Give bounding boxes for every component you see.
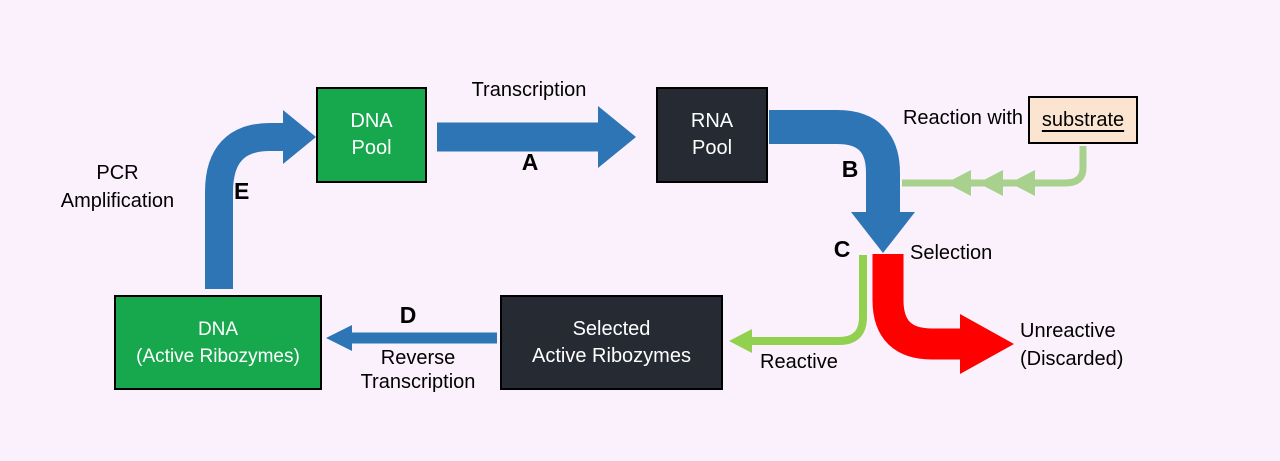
reaction-arrowhead-icon bbox=[851, 212, 915, 253]
step-b-label: B bbox=[841, 156, 859, 182]
step-a-label: A bbox=[521, 149, 539, 175]
dna-pool-label-line1: DNA bbox=[350, 110, 393, 132]
pcr-amplification-arrowhead-icon bbox=[283, 110, 316, 164]
dna-pool-label-line2: Pool bbox=[351, 137, 392, 159]
substrate-node: substrate bbox=[1028, 96, 1138, 144]
transcription-label: Transcription bbox=[471, 79, 587, 101]
substrate-feed-line bbox=[902, 146, 1087, 187]
reaction-with-label: Reaction with bbox=[902, 107, 1023, 129]
reverse-transcription-label-line1: Reverse bbox=[380, 347, 456, 369]
selected-label-line1: Selected bbox=[572, 317, 651, 340]
selected-active-ribozymes-node: Selected Active Ribozymes bbox=[500, 295, 723, 390]
reactive-arrowhead-icon bbox=[729, 329, 752, 353]
substrate-chevron-icon-1 bbox=[946, 170, 971, 196]
pcr-amplification-arrow-shaft bbox=[205, 123, 284, 289]
unreactive-label-line1: Unreactive bbox=[1020, 320, 1116, 342]
pcr-amplification-label-line1: PCR bbox=[96, 162, 139, 184]
selection-label: Selection bbox=[910, 242, 993, 264]
unreactive-discard-arrowhead-icon bbox=[960, 314, 1014, 374]
step-d-label: D bbox=[399, 302, 417, 328]
step-e-label: E bbox=[234, 178, 250, 204]
reaction-arrow-shaft bbox=[769, 110, 900, 214]
step-c-label: C bbox=[833, 236, 851, 262]
substrate-label: substrate bbox=[1041, 108, 1125, 131]
unreactive-label-line2: (Discarded) bbox=[1020, 348, 1124, 370]
substrate-chevron-icon-3 bbox=[1010, 170, 1035, 196]
dna-active-label-line2: (Active Ribozymes) bbox=[136, 345, 300, 367]
rna-pool-node: RNA Pool bbox=[656, 87, 768, 183]
transcription-arrowhead-icon bbox=[598, 106, 636, 168]
dna-active-label-line1: DNA bbox=[197, 318, 239, 340]
substrate-chevron-icon-2 bbox=[978, 170, 1003, 196]
reverse-transcription-arrowhead-icon bbox=[326, 325, 352, 351]
rna-pool-label-line1: RNA bbox=[690, 110, 734, 132]
dna-pool-node: DNA Pool bbox=[316, 87, 427, 183]
pcr-amplification-label-line2: Amplification bbox=[60, 190, 175, 212]
reverse-transcription-label-line2: Transcription bbox=[360, 371, 476, 393]
unreactive-discard-arrow-shaft bbox=[872, 254, 961, 360]
rna-pool-label-line2: Pool bbox=[691, 137, 733, 159]
dna-active-ribozymes-node: DNA (Active Ribozymes) bbox=[114, 295, 322, 390]
reactive-label: Reactive bbox=[760, 351, 838, 373]
selected-label-line2: Active Ribozymes bbox=[532, 344, 691, 367]
reactive-line bbox=[751, 255, 867, 345]
